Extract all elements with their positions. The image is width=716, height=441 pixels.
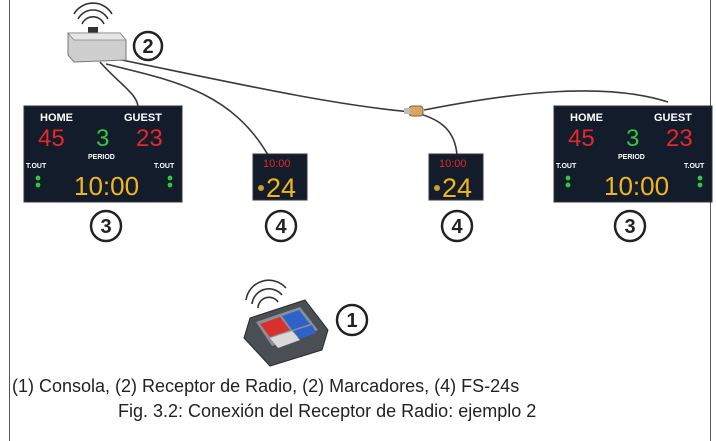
- cables: [99, 57, 669, 156]
- tout-right-label: T.OUT: [684, 163, 705, 170]
- cable-splitter-to-right-shotclock: [411, 111, 458, 156]
- home-label: HOME: [570, 112, 603, 124]
- receiver-signal-icon: [73, 2, 113, 25]
- shotclock-left: 10:00 24: [252, 153, 308, 203]
- callout-4-left-circle: [264, 209, 298, 243]
- callout-2-circle: [132, 30, 164, 62]
- shotclock-time: 10:00: [263, 158, 291, 170]
- callout-4-right: 4: [451, 216, 463, 238]
- game-clock: 10:00: [604, 171, 669, 201]
- shotclock-value: 24: [266, 173, 296, 203]
- shotclock-value: 24: [442, 173, 472, 203]
- callout-4-right-circle: [440, 209, 474, 243]
- period-label: PERIOD: [88, 154, 115, 161]
- callout-2: 2: [142, 36, 153, 58]
- callout-3-left-circle: [89, 209, 123, 243]
- home-label: HOME: [40, 112, 73, 124]
- figure-caption: Fig. 3.2: Conexión del Receptor de Radio…: [118, 401, 537, 421]
- guest-label: GUEST: [124, 112, 162, 124]
- guest-label: GUEST: [654, 112, 692, 124]
- callout-4-left: 4: [275, 216, 287, 238]
- game-clock: 10:00: [74, 171, 139, 201]
- radio-receiver: 2: [67, 2, 164, 63]
- home-score: 45: [568, 125, 595, 152]
- callout-3-left: 3: [100, 216, 111, 238]
- tout-right-label: T.OUT: [154, 163, 175, 170]
- callout-1: 1: [346, 310, 357, 332]
- home-score: 45: [38, 125, 65, 152]
- page-right-border: [710, 0, 711, 441]
- scoreboard-left: HOME GUEST 45 3 23 PERIOD T.OUT T.OUT 10…: [23, 105, 183, 203]
- legend-text: (1) Consola, (2) Receptor de Radio, (2) …: [12, 376, 520, 396]
- guest-score: 23: [136, 125, 163, 152]
- cable-to-left-scoreboard: [99, 61, 139, 111]
- period-label: PERIOD: [618, 154, 645, 161]
- callout-3-right-circle: [613, 209, 647, 243]
- cable-to-splitter: [111, 57, 413, 113]
- shotclock-time: 10:00: [439, 158, 467, 170]
- callout-1-circle: [335, 303, 369, 337]
- cable-to-left-shotclock: [105, 63, 269, 156]
- scoreboard-right: HOME GUEST 45 3 23 PERIOD T.OUT T.OUT 10…: [553, 105, 713, 203]
- console: 1: [243, 279, 369, 367]
- shotclock-right: 10:00 24: [428, 153, 484, 203]
- callout-3-right: 3: [624, 216, 635, 238]
- period-value: 3: [626, 125, 639, 152]
- connection-diagram: 2 HOME GUEST 45 3 23 PERIOD T.OUT T.OUT …: [23, 2, 713, 367]
- tout-left-label: T.OUT: [556, 163, 577, 170]
- guest-score: 23: [666, 125, 693, 152]
- period-value: 3: [96, 125, 109, 152]
- tout-left-label: T.OUT: [26, 163, 47, 170]
- console-signal-icon: [245, 279, 287, 309]
- cable-splitter: [404, 105, 424, 117]
- page-left-border: [9, 0, 10, 441]
- cable-splitter-to-right-scoreboard: [423, 90, 669, 111]
